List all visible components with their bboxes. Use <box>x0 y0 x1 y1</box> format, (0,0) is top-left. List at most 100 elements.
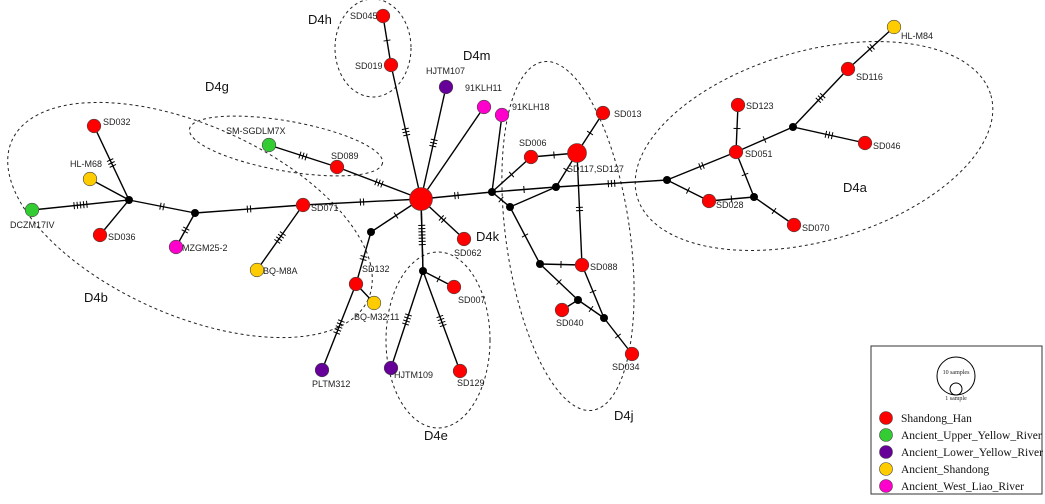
node-label-SM-SGDLM7X: SM-SGDLM7X <box>226 126 286 136</box>
group-label-d4h: D4h <box>308 12 332 27</box>
group-label-d4a: D4a <box>843 180 868 195</box>
ellipse-d4g <box>188 115 384 177</box>
group-label-d4b: D4b <box>84 290 108 305</box>
node-label-MZGM25-2: MZGM25-2 <box>182 243 228 253</box>
node-label-SD089: SD089 <box>331 151 359 161</box>
median-vector-node <box>419 267 427 275</box>
node-label-SD117,SD127: SD117,SD127 <box>567 164 624 174</box>
haplotype-node-SD028 <box>701 193 717 209</box>
edge-m_k1-SD132 <box>355 231 372 285</box>
haplotype-node-HL-M68 <box>82 171 98 187</box>
node-label-HL-M68: HL-M68 <box>70 159 102 169</box>
mutation-tick <box>730 195 733 203</box>
mutation-tick <box>275 236 283 242</box>
mutation-tick <box>553 151 555 159</box>
legend-swatch-Ancient_Shandong <box>879 462 893 476</box>
haplogroup-labels: D4a D4b D4e D4g D4h D4j D4k D4m <box>84 12 868 443</box>
haplotype-node-PLTM312 <box>314 362 330 378</box>
mutation-tick <box>86 200 88 208</box>
mutation-tick <box>508 171 515 178</box>
node-label-BQ-M8A: BQ-M8A <box>263 266 298 276</box>
node-label-SD051: SD051 <box>745 149 773 159</box>
legend-scale-small-label: 1 sample <box>945 396 967 402</box>
haplotype-node-SD129 <box>452 363 468 379</box>
mutation-tick <box>360 255 368 258</box>
mutation-tick <box>588 305 594 313</box>
ellipse-d4b <box>7 101 373 339</box>
mutation-tick <box>402 322 409 326</box>
node-label-SD129: SD129 <box>457 378 485 388</box>
haplotype-node-SD007 <box>446 279 462 295</box>
node-label-SD046: SD046 <box>873 141 901 151</box>
haplotype-node-SD019 <box>383 57 399 73</box>
mutation-tick <box>76 201 79 209</box>
legend-label-Shandong_Han: Shandong_Han <box>901 413 972 425</box>
edge-m_e1-HJTM109 <box>390 270 424 369</box>
haplotype-node-SD070 <box>786 217 802 233</box>
haplotype-node-BQ-M8A <box>249 262 265 278</box>
mutation-tick <box>79 201 82 209</box>
edge-m_j2-m_j3 <box>509 186 557 208</box>
node-label-SD013: SD013 <box>614 109 642 119</box>
mutation-tick <box>401 127 409 131</box>
mutation-tick <box>817 95 824 101</box>
mutation-tick <box>108 161 115 165</box>
edge-m_e1-SD129 <box>422 270 461 372</box>
node-label-SD036: SD036 <box>108 232 136 242</box>
mutation-tick <box>383 39 391 42</box>
node-label-SD123: SD123 <box>746 101 774 111</box>
edge-m_b1-m_b2 <box>128 199 196 214</box>
haplotype-node-MZGM25-2 <box>168 239 184 255</box>
mutation-tick <box>429 144 437 148</box>
mutation-tick <box>762 136 767 143</box>
median-vector-node <box>506 203 514 211</box>
group-label-d4k: D4k <box>476 229 500 244</box>
group-label-d4g: D4g <box>205 79 229 94</box>
mutation-tick <box>436 314 444 319</box>
node-label-SD062: SD062 <box>454 248 482 258</box>
node-label-SD132: SD132 <box>362 264 390 274</box>
haplotype-node-SD117,SD127 <box>567 143 587 163</box>
node-label-SD007: SD007 <box>458 295 486 305</box>
node-label-SD071: SD071 <box>311 203 339 213</box>
mutation-tick <box>698 163 702 171</box>
mutation-tick <box>335 325 343 329</box>
legend-box <box>870 345 1043 495</box>
mutation-tick <box>279 231 286 237</box>
haplotype-node-SD089 <box>329 159 345 175</box>
node-label-91KLH11: 91KLH11 <box>465 83 502 93</box>
median-vector-node <box>574 296 582 304</box>
haplogroup-ellipses <box>7 0 994 429</box>
mutation-tick <box>701 161 705 169</box>
node-label-SD045: SD045 <box>350 11 378 21</box>
mutation-tick <box>429 141 438 145</box>
mutation-tick <box>298 151 302 159</box>
haplotype-node-SD034 <box>624 346 640 362</box>
mutation-tick <box>556 279 562 285</box>
mutation-tick <box>337 319 345 323</box>
mutation-tick <box>563 167 570 173</box>
mutation-tick <box>106 158 114 163</box>
edge-91KLH11-center <box>420 106 485 200</box>
mutation-tick <box>374 178 378 186</box>
edge-91KLH18-m_j1 <box>491 114 503 193</box>
mutation-tick <box>869 43 875 50</box>
node-label-91KLH18: 91KLH18 <box>512 102 550 112</box>
legend-label-Ancient_Shandong: Ancient_Shandong <box>901 464 989 476</box>
mutation-tick <box>162 203 165 211</box>
haplotype-node-SM-SGDLM7X <box>261 137 277 153</box>
haplotype-node-SD036 <box>92 227 108 243</box>
mutation-tick <box>586 130 594 136</box>
mutation-tick <box>403 319 410 323</box>
mutation-tick <box>454 192 456 200</box>
mutation-tick <box>457 191 459 199</box>
haplotype-node-HJTM109 <box>383 360 399 376</box>
legend-label-Ancient_West_Liao_River: Ancient_West_Liao_River <box>901 481 1024 493</box>
mutation-tick <box>430 138 438 142</box>
haplotype-node-SD123 <box>730 97 746 113</box>
edge-BQ-M8A-SD071 <box>256 204 304 271</box>
node-label-SD019: SD019 <box>355 61 383 71</box>
median-vector-node <box>536 260 544 268</box>
mutation-tick <box>771 207 777 215</box>
